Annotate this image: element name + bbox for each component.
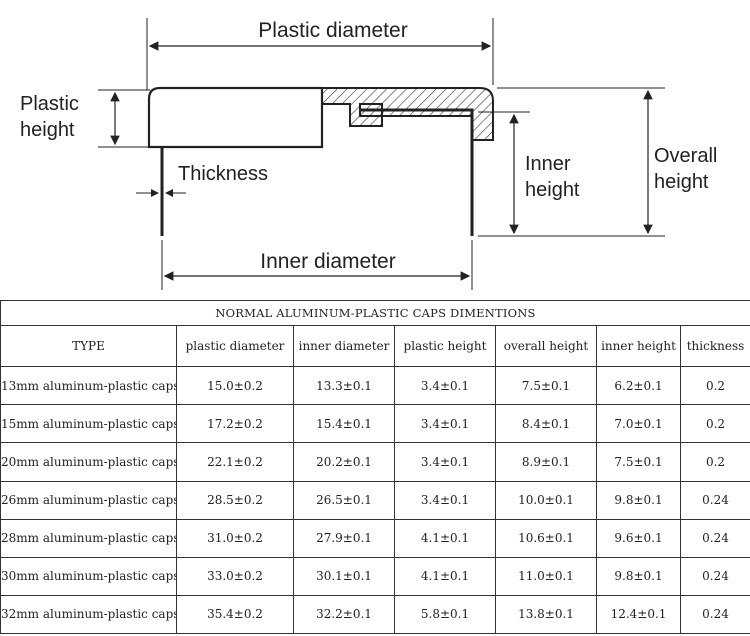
cell-inner-height: 7.0±0.1 (596, 404, 681, 444)
cell-type: 32mm aluminum-plastic caps (0, 594, 177, 635)
cell-inner-height: 9.6±0.1 (596, 518, 681, 558)
plastic-height-label-line2: height (20, 119, 75, 141)
inner-height-label-line2: height (525, 179, 580, 201)
cell-inner-diameter: 20.2±0.1 (293, 442, 395, 482)
cell-plastic-diameter: 22.1±0.2 (176, 442, 294, 482)
cell-plastic-height: 3.4±0.1 (394, 404, 496, 444)
cell-inner-diameter: 30.1±0.1 (293, 556, 395, 596)
header-plastic-height: plastic height (394, 325, 496, 368)
overall-height-label-line2: height (654, 171, 709, 193)
plastic-height-dimension: Plastic height (20, 89, 150, 148)
cell-thickness: 0.24 (679, 594, 750, 635)
cell-plastic-diameter: 17.2±0.2 (176, 404, 294, 444)
cell-thickness: 0.2 (679, 404, 750, 444)
cell-plastic-height: 3.4±0.1 (394, 480, 496, 520)
cell-plastic-diameter: 33.0±0.2 (176, 556, 294, 596)
cell-inner-height: 7.5±0.1 (596, 442, 681, 482)
cell-type: 28mm aluminum-plastic caps (0, 518, 177, 558)
cell-plastic-diameter: 15.0±0.2 (176, 366, 294, 406)
dimensions-table: NORMAL ALUMINUM-PLASTIC CAPS DIMENTIONS … (0, 299, 750, 635)
inner-height-label-line1: Inner (525, 153, 571, 175)
inner-diameter-label: Inner diameter (260, 250, 395, 273)
cell-inner-diameter: 27.9±0.1 (293, 518, 395, 558)
cell-overall-height: 8.4±0.1 (495, 404, 597, 444)
plastic-height-label-line1: Plastic (20, 93, 79, 115)
thickness-label: Thickness (178, 163, 268, 185)
cell-inner-height: 12.4±0.1 (596, 594, 681, 635)
cell-inner-diameter: 13.3±0.1 (293, 366, 395, 406)
header-plastic-diameter: plastic diameter (176, 325, 294, 368)
cell-overall-height: 13.8±0.1 (495, 594, 597, 635)
overall-height-label-line1: Overall (654, 145, 717, 167)
cell-overall-height: 7.5±0.1 (495, 366, 597, 406)
table-title: NORMAL ALUMINUM-PLASTIC CAPS DIMENTIONS (0, 299, 750, 327)
header-thickness: thickness (679, 325, 750, 368)
overall-height-dimension: Overall height (497, 87, 717, 235)
cell-overall-height: 8.9±0.1 (495, 442, 597, 482)
cell-inner-diameter: 32.2±0.1 (293, 594, 395, 635)
cell-type: 15mm aluminum-plastic caps (0, 404, 177, 444)
cell-thickness: 0.2 (679, 366, 750, 406)
cell-thickness: 0.24 (679, 556, 750, 596)
inner-diameter-dimension: Inner diameter (161, 240, 473, 290)
cell-plastic-height: 4.1±0.1 (394, 518, 496, 558)
cell-inner-height: 9.8±0.1 (596, 556, 681, 596)
cap-cross-section-diagram: Plastic diameter Plastic height Thicknes… (20, 18, 717, 290)
cell-inner-diameter: 26.5±0.1 (293, 480, 395, 520)
cell-thickness: 0.2 (679, 442, 750, 482)
inner-height-dimension: Inner height (478, 111, 665, 237)
cell-plastic-height: 3.4±0.1 (394, 366, 496, 406)
plastic-diameter-dimension: Plastic diameter (146, 18, 494, 90)
header-overall-height: overall height (495, 325, 597, 368)
cell-thickness: 0.24 (679, 480, 750, 520)
cell-type: 20mm aluminum-plastic caps (0, 442, 177, 482)
cell-type: 13mm aluminum-plastic caps (0, 366, 177, 406)
cell-plastic-height: 4.1±0.1 (394, 556, 496, 596)
cap-body (147, 86, 494, 236)
plastic-diameter-label: Plastic diameter (258, 19, 407, 42)
cell-type: 30mm aluminum-plastic caps (0, 556, 177, 596)
cell-inner-height: 9.8±0.1 (596, 480, 681, 520)
thickness-dimension: Thickness (136, 163, 268, 197)
cell-inner-diameter: 15.4±0.1 (293, 404, 395, 444)
cell-plastic-diameter: 35.4±0.2 (176, 594, 294, 635)
table-header-row: TYPE plastic diameter inner diameter pla… (0, 325, 750, 368)
cell-type: 26mm aluminum-plastic caps (0, 480, 177, 520)
cell-overall-height: 10.6±0.1 (495, 518, 597, 558)
cell-inner-height: 6.2±0.1 (596, 366, 681, 406)
cell-plastic-diameter: 31.0±0.2 (176, 518, 294, 558)
cell-thickness: 0.24 (679, 518, 750, 558)
cell-plastic-height: 5.8±0.1 (394, 594, 496, 635)
cell-overall-height: 11.0±0.1 (495, 556, 597, 596)
cell-plastic-diameter: 28.5±0.2 (176, 480, 294, 520)
cell-plastic-height: 3.4±0.1 (394, 442, 496, 482)
header-inner-diameter: inner diameter (293, 325, 395, 368)
header-type: TYPE (0, 325, 177, 368)
cell-overall-height: 10.0±0.1 (495, 480, 597, 520)
header-inner-height: inner height (596, 325, 681, 368)
